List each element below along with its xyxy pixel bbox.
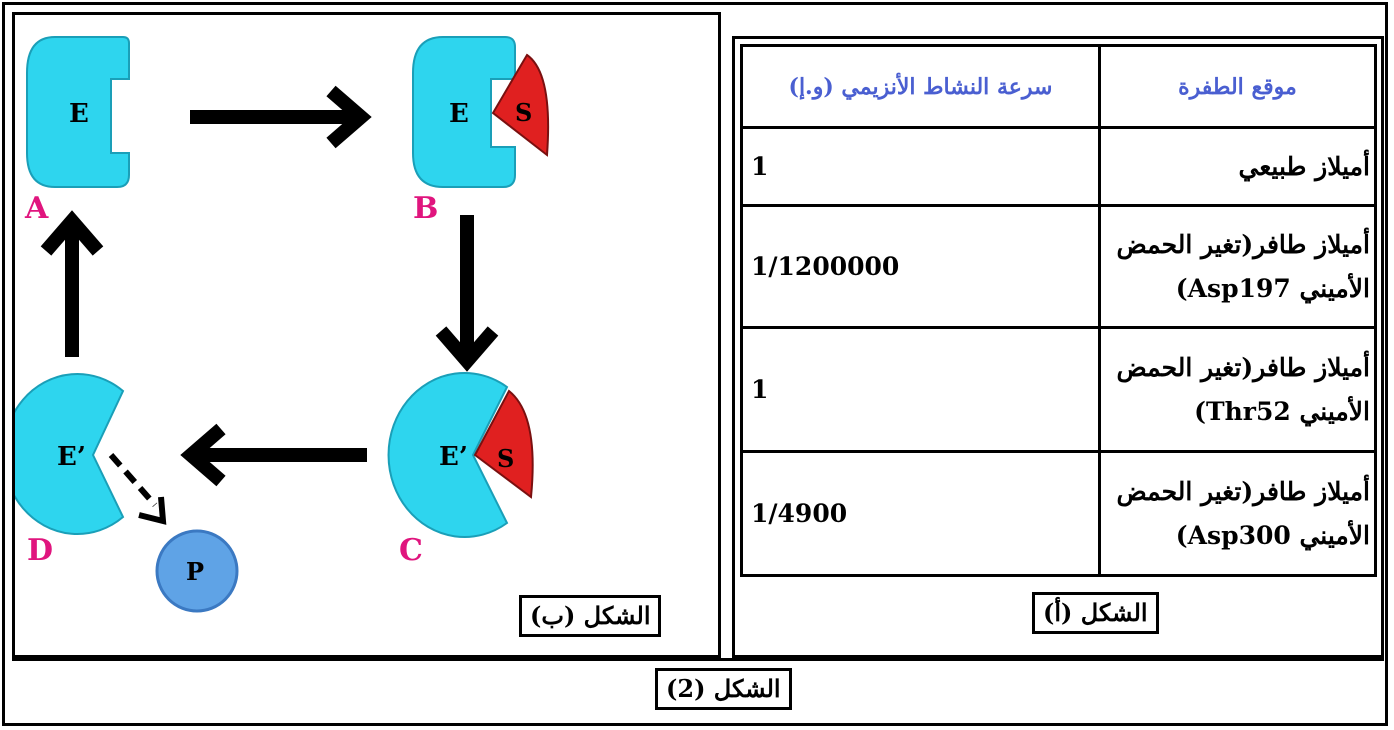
enzyme-b-label: E xyxy=(449,99,469,129)
row2-site: أميلاز طافر(تغير الحمض الأميني Asp197) xyxy=(1098,204,1377,329)
table-header-row: موقع الطفرة سرعة النشاط الأنزيمي (و.إ) xyxy=(740,44,1377,129)
row4-site-line1: أميلاز طافر(تغير الحمض xyxy=(1116,476,1370,506)
enzyme-c-label: E’ xyxy=(439,442,468,472)
row4-rate: 1/4900 xyxy=(740,450,1101,577)
arrow-a-to-b-head xyxy=(326,85,372,149)
arrow-d-to-p-head xyxy=(138,496,167,525)
substrate-c-label: S xyxy=(497,444,514,473)
row4-site-line2: الأميني Asp300) xyxy=(1175,520,1370,550)
row1-site: أميلاز طبيعي xyxy=(1098,126,1377,207)
header-rate: سرعة النشاط الأنزيمي (و.إ) xyxy=(740,44,1101,129)
table-row: أميلاز طافر(تغير الحمض الأميني Asp300) 1/… xyxy=(740,450,1377,577)
main-caption: الشكل (2) xyxy=(655,668,792,710)
row2-site-line1: أميلاز طافر(تغير الحمض xyxy=(1116,229,1370,259)
row2-rate: 1/1200000 xyxy=(740,204,1101,329)
row2-site-line2: الأميني Asp197) xyxy=(1175,273,1370,303)
enzyme-a-label: E xyxy=(69,99,89,129)
header-site: موقع الطفرة xyxy=(1098,44,1377,129)
table-row: أميلاز طافر(تغير الحمض الأميني Thr52) 1 xyxy=(740,326,1377,453)
row4-site: أميلاز طافر(تغير الحمض الأميني Asp300) xyxy=(1098,450,1377,577)
figure-a-caption: الشكل (أ) xyxy=(1032,592,1159,634)
product-label: P xyxy=(186,557,204,586)
arrow-b-to-c-head xyxy=(435,326,499,372)
row3-site-line2: الأميني Thr52) xyxy=(1194,396,1370,426)
enzyme-d: E’ xyxy=(15,373,125,535)
substrate-b xyxy=(491,53,550,157)
row1-site-line1: أميلاز طبيعي xyxy=(1238,151,1370,181)
arrow-c-to-d-head xyxy=(180,423,226,487)
row1-rate: 1 xyxy=(740,126,1101,207)
enzyme-cycle-diagram: E A E S B E’ S C E’ D P xyxy=(15,36,550,613)
row3-site-line1: أميلاز طافر(تغير الحمض xyxy=(1116,352,1370,382)
row3-rate: 1 xyxy=(740,326,1101,453)
arrow-d-to-a-head xyxy=(40,210,104,256)
stage-a-label: A xyxy=(24,191,49,226)
table-row: أميلاز طافر(تغير الحمض الأميني Asp197) 1/… xyxy=(740,204,1377,329)
arrow-d-to-p-dashed xyxy=(108,453,158,507)
enzyme-a: E xyxy=(26,36,130,188)
enzyme-d-label: E’ xyxy=(57,442,86,472)
stage-d-label: D xyxy=(27,533,53,568)
row3-site: أميلاز طافر(تغير الحمض الأميني Thr52) xyxy=(1098,326,1377,453)
figure-b-caption: الشكل (ب) xyxy=(519,595,662,637)
substrate-b-label: S xyxy=(515,98,532,127)
bottom-divider xyxy=(12,658,1384,661)
stage-b-label: B xyxy=(413,191,438,226)
stage-c-label: C xyxy=(399,533,423,568)
enzyme-b: E S xyxy=(412,36,550,188)
mutation-table: موقع الطفرة سرعة النشاط الأنزيمي (و.إ) أ… xyxy=(740,44,1377,577)
enzyme-c: E’ S xyxy=(387,372,534,538)
table-row: أميلاز طبيعي 1 xyxy=(740,126,1377,207)
product: P xyxy=(155,529,239,613)
substrate-c xyxy=(473,389,534,499)
